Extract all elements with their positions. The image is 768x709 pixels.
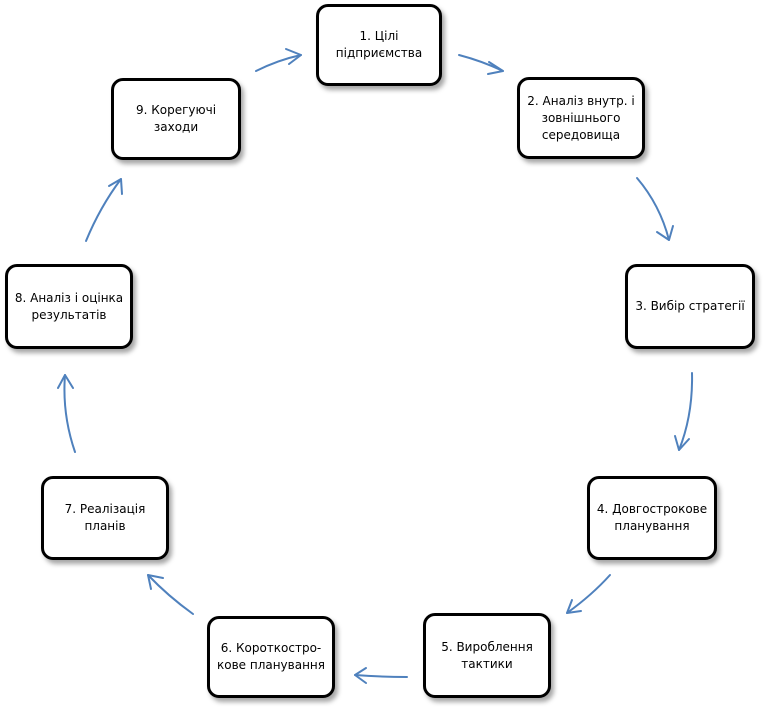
node-tactics-label: 5. Вироблення тактики bbox=[441, 639, 533, 671]
arrow-9-to-1 bbox=[255, 54, 302, 72]
node-environment-analysis: 2. Аналіз внутр. і зовнішнього середовищ… bbox=[517, 77, 645, 159]
node-goals-label: 1. Цілі підприємства bbox=[335, 29, 423, 60]
node-environment-analysis-label: 2. Аналіз внутр. і зовнішнього середовищ… bbox=[527, 93, 635, 142]
node-plan-implementation-label: 7. Реалізація планів bbox=[64, 502, 146, 533]
arrowhead-2-to-3 bbox=[656, 225, 674, 241]
node-strategy-choice: 3. Вибір стратегії bbox=[625, 264, 755, 349]
node-corrective-actions-label: 9. Корегуючі заходи bbox=[135, 103, 217, 134]
node-corrective-actions: 9. Корегуючі заходи bbox=[111, 78, 241, 160]
arrow-4-to-5 bbox=[566, 574, 611, 614]
arrow-7-to-8 bbox=[63, 374, 76, 453]
arrow-8-to-9 bbox=[85, 178, 122, 242]
arrow-2-to-3 bbox=[636, 177, 670, 241]
arrow-1-to-2 bbox=[458, 54, 504, 72]
arrowhead-8-to-9 bbox=[108, 178, 123, 195]
arrowhead-1-to-2 bbox=[487, 61, 504, 75]
arrowhead-3-to-4 bbox=[674, 435, 690, 451]
arrow-5-to-6 bbox=[354, 674, 408, 678]
node-results-analysis-label: 8. Аналіз і оцінка результатів bbox=[14, 290, 124, 322]
node-long-term-planning-label: 4. Довгострокове планування bbox=[596, 502, 708, 533]
node-results-analysis: 8. Аналіз і оцінка результатів bbox=[5, 264, 133, 349]
node-short-term-planning-label: 6. Короткостро-кове планування bbox=[216, 641, 325, 672]
node-strategy-choice-label: 3. Вибір стратегії bbox=[635, 299, 745, 313]
arrowhead-4-to-5 bbox=[566, 599, 582, 614]
node-short-term-planning: 6. Короткостро-кове планування bbox=[207, 616, 335, 698]
node-tactics: 5. Вироблення тактики bbox=[423, 613, 551, 698]
arrowhead-6-to-7 bbox=[147, 574, 164, 590]
node-long-term-planning: 4. Довгострокове планування bbox=[587, 476, 717, 560]
arrow-3-to-4 bbox=[678, 372, 694, 451]
arrowhead-5-to-6 bbox=[354, 667, 367, 684]
arrowhead-7-to-8 bbox=[57, 374, 74, 389]
arrow-6-to-7 bbox=[147, 574, 194, 615]
node-goals: 1. Цілі підприємства bbox=[316, 4, 442, 86]
arrowhead-9-to-1 bbox=[285, 48, 302, 65]
node-plan-implementation: 7. Реалізація планів bbox=[41, 476, 169, 560]
